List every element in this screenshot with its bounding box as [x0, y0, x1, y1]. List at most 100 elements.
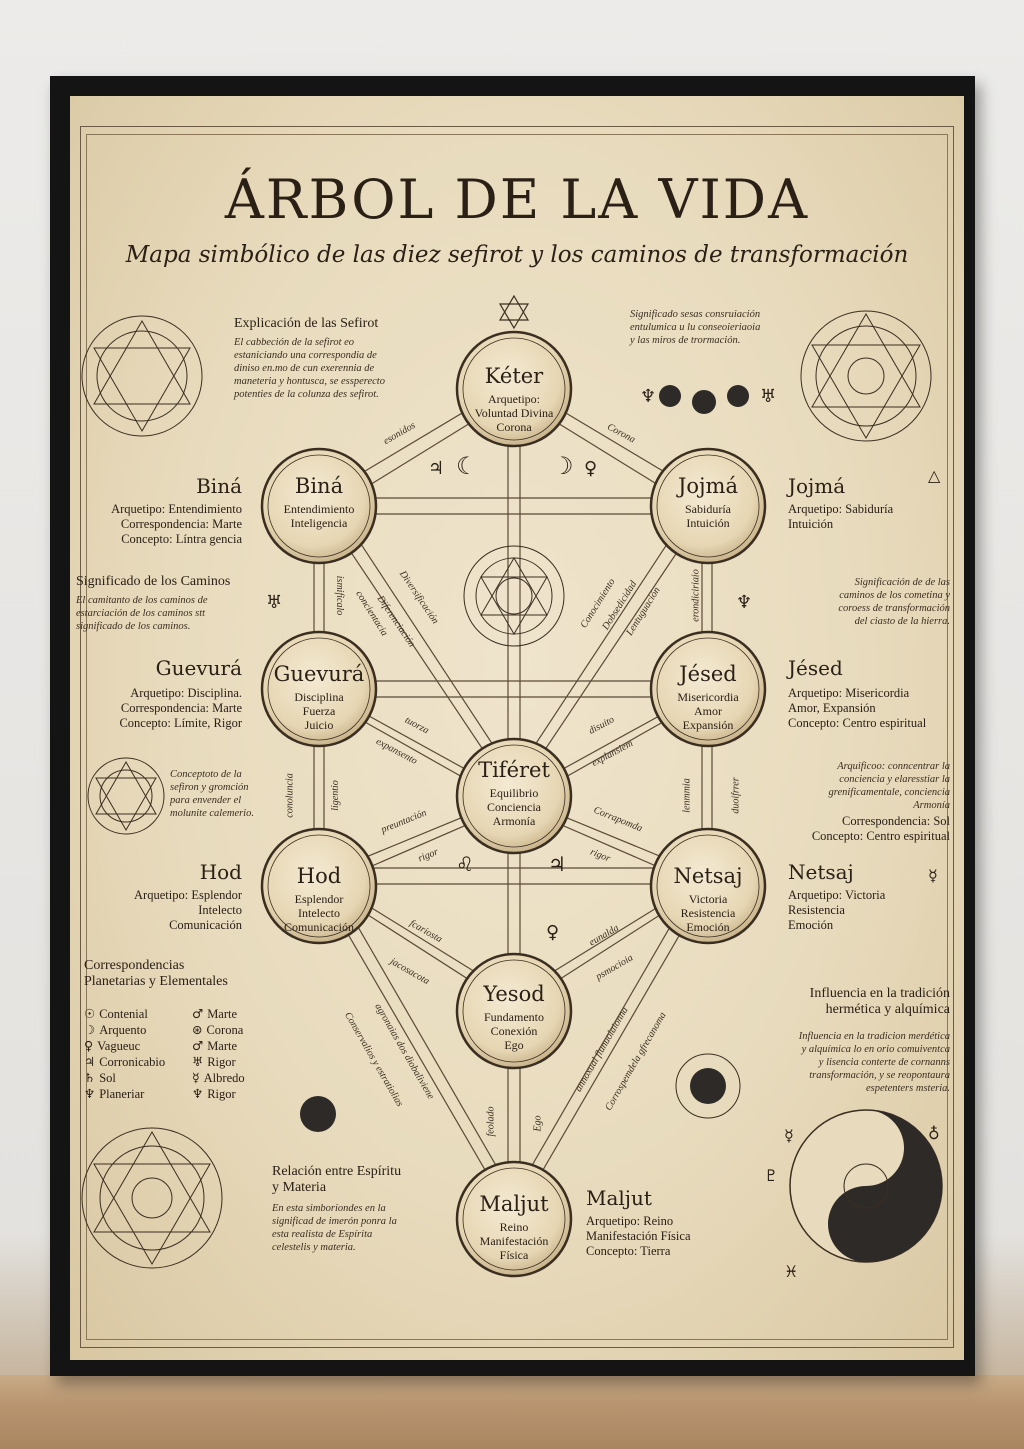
side-line: Concepto: Líntra gencia — [121, 532, 242, 546]
note-line: significado de los caminos. — [76, 621, 191, 632]
hod-line: Esplendor — [294, 892, 344, 906]
legend-title-line: Planetarias y Elementales — [84, 974, 228, 989]
note-line: conciencia y elaresstiar la — [839, 774, 950, 785]
netsaj-line: Resistencia — [680, 906, 736, 920]
path-label: Ego — [532, 1115, 544, 1132]
alchemy-symbol-icon: ☿ — [928, 866, 938, 885]
legend-symbol-icon: ☿ — [192, 1070, 204, 1085]
keter-name: Kéter — [484, 364, 544, 388]
side-line: Arquetipo: Entendimiento — [111, 502, 242, 516]
path-label: feolado — [485, 1106, 497, 1137]
side-line: Arquetipo: Esplendor — [134, 888, 242, 902]
legend-item: ♅ Rigor — [192, 1054, 236, 1070]
note-influencia-title: Influencia en la tradición hermética y a… — [770, 986, 950, 1018]
side-line: Arquetipo: Reino — [586, 1214, 674, 1228]
note-line: y Materia — [272, 1180, 327, 1195]
uranus-icon: ♅ — [266, 592, 283, 613]
note-line: potenties de la colunza des sefirot. — [234, 389, 379, 400]
note-line: esta realista de Espírita — [272, 1229, 373, 1240]
keter-text: Arquetipo: Voluntad Divina Corona — [454, 392, 574, 434]
legend-item: ♆ Planeriar — [84, 1086, 144, 1102]
note-line: hermética y alquímica — [825, 1002, 950, 1017]
note-line: estaniciando una correspondia de — [234, 350, 377, 361]
note-line: estarciación de los caminos stt — [76, 608, 206, 619]
legend-item: ⊛ Corona — [192, 1022, 243, 1038]
note-sefirot-text: El cabbeción de la sefirot eo estanician… — [234, 336, 414, 401]
jesed-name: Jésed — [679, 662, 737, 686]
side-line: Arquetipo: Victoria — [788, 888, 886, 902]
wooden-shelf — [0, 1375, 1024, 1449]
legend-label: Rigor — [207, 1087, 236, 1101]
note-top-right: Significado sesas consruiación entulumic… — [630, 308, 790, 347]
netsaj-text: Victoria Resistencia Emoción — [648, 892, 768, 934]
jojma-line: Sabiduría — [685, 502, 731, 516]
dark-moon-icon — [300, 1096, 336, 1132]
note-caminos-text: El camitanto de los caminos de estarciac… — [76, 594, 246, 633]
path-label: ligentio — [329, 780, 341, 811]
note-line: significad de imerón ponra la — [272, 1216, 397, 1227]
note-line: para envender el — [170, 795, 242, 806]
side-line: Concepto: Centro espiritual — [788, 716, 927, 730]
path-label: ismificalo — [334, 575, 346, 616]
side-line: Arquetipo: Disciplina. — [130, 686, 242, 700]
uranus-icon: ♅ — [760, 386, 777, 407]
netsaj-circle — [649, 827, 767, 945]
legend-symbol-icon: ♆ — [84, 1086, 100, 1101]
bina-text: Entendimiento Inteligencia — [259, 502, 379, 530]
note-line: grenificamentale, conciencia — [828, 787, 950, 798]
note-line: celestelis y materia. — [272, 1242, 356, 1253]
legend-symbol-icon: ♆ — [192, 1086, 208, 1101]
neptune-icon: ♆ — [640, 386, 657, 407]
yesod-line: Ego — [504, 1038, 524, 1052]
path-label: lenmmia — [681, 778, 693, 813]
legend-symbol-icon: ♅ — [192, 1054, 208, 1069]
tiferet-line: Armonía — [492, 814, 536, 828]
poster-title: ÁRBOL DE LA VIDA — [224, 168, 810, 231]
path-label: erondiciriaio — [690, 569, 702, 622]
corner-mandala-top-left — [81, 315, 203, 437]
legend-item: ♂ Marte — [192, 1006, 237, 1022]
jojma-circle — [649, 447, 767, 565]
keter-circle — [455, 330, 573, 448]
side-guevura-title: Guevurá — [155, 656, 242, 680]
keter-line: Arquetipo: — [488, 392, 540, 406]
note-arquificoo-extra: Correspondencia: Sol Concepto: Centro es… — [788, 814, 950, 844]
jesed-line: Misericordia — [677, 690, 739, 704]
legend-title: Correspondencias Planetarias y Elemental… — [84, 958, 284, 990]
legend-symbol-icon: ♂ — [192, 1006, 208, 1021]
yesod-line: Fundamento — [484, 1010, 544, 1024]
top-star-icon — [498, 294, 530, 330]
note-line: Conceptoto de la — [170, 769, 242, 780]
mandala-mid-left — [87, 757, 165, 835]
side-jojma-lines: Arquetipo: Sabiduría Intuición — [788, 502, 948, 532]
legend-label: Sol — [99, 1071, 116, 1085]
side-line: Concepto: Límite, Rigor — [119, 716, 242, 730]
legend-symbol-icon: ☉ — [84, 1006, 100, 1021]
guevura-line: Fuerza — [302, 704, 336, 718]
yesod-line: Conexión — [490, 1024, 538, 1038]
eclipse-icon — [675, 1053, 741, 1119]
maljut-name: Maljut — [479, 1192, 549, 1216]
guevura-name: Guevurá — [273, 662, 365, 686]
note-line: Correspondencia: Sol — [842, 814, 950, 828]
legend-label: Marte — [207, 1039, 238, 1053]
jojma-line: Intuición — [686, 516, 730, 530]
jesed-circle — [649, 630, 767, 748]
crescent-moon-icon: ☽ — [552, 452, 574, 480]
leo-icon: ♌ — [456, 852, 474, 876]
note-line: Arquificoo: conncentrar la — [837, 761, 950, 772]
note-sefirot-title: Explicación de las Sefirot — [234, 316, 379, 331]
note-line: Concepto: Centro espiritual — [811, 829, 950, 843]
side-line: Intuición — [788, 517, 834, 531]
tree-diagram — [81, 294, 943, 1278]
side-jesed-title: Jésed — [788, 656, 843, 680]
poster-inner-border — [86, 134, 948, 1340]
maljut-text: Reino Manifestación Física — [454, 1220, 574, 1262]
netsaj-line: Victoria — [688, 892, 728, 906]
legend-label: Rigor — [207, 1055, 236, 1069]
note-line: maneteria y hontusca, se essperecto — [234, 376, 385, 387]
guevura-text: Disciplina Fuerza Juicio — [259, 690, 379, 732]
hod-name: Hod — [296, 864, 342, 888]
side-line: Correspondencia: Marte — [120, 517, 242, 531]
netsaj-line: Emoción — [686, 920, 730, 934]
